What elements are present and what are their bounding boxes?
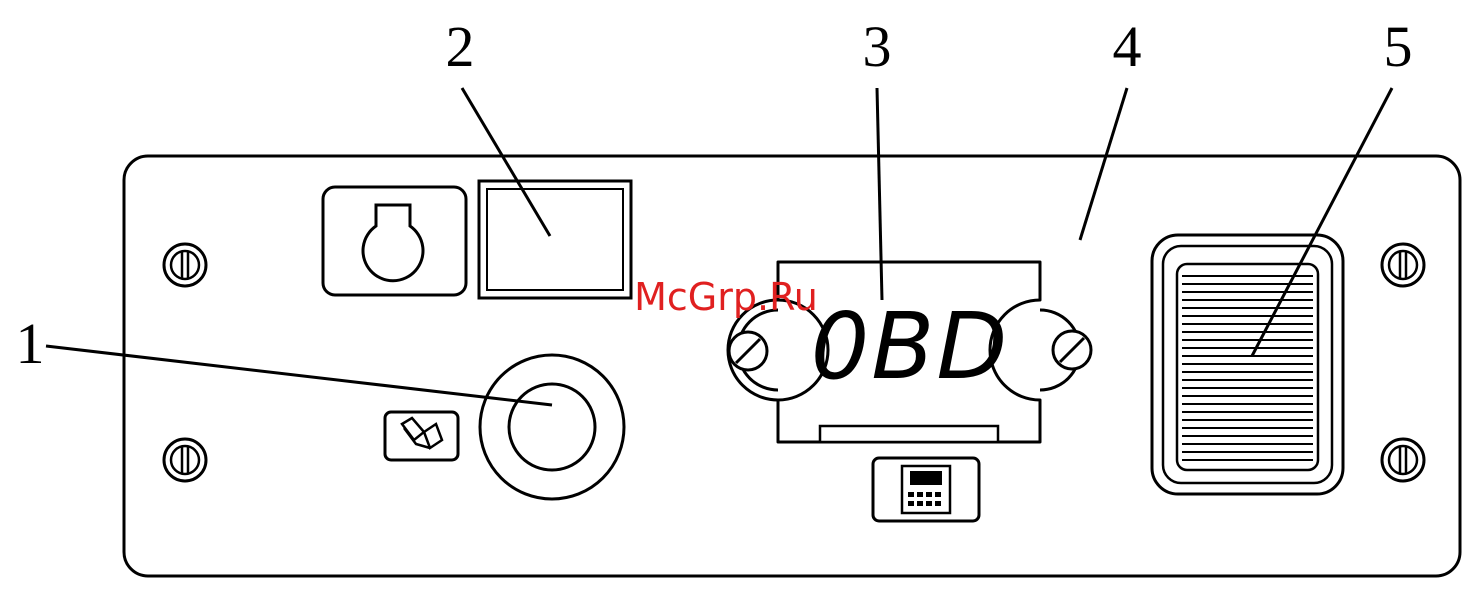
callout-2: 2 [446,14,475,79]
callout-3: 3 [863,14,892,79]
display-readout: 0BD [811,293,1010,400]
callout-4: 4 [1113,14,1142,79]
book-icon-box [385,412,458,460]
keypad-device-icon [902,466,950,513]
watermark: McGrp.Ru [634,275,818,319]
key-lock-button[interactable] [323,187,466,295]
display-screw-left [729,332,767,370]
display-screw-right [1053,331,1091,369]
callout-1: 1 [16,311,45,376]
round-push-button[interactable] [480,355,624,499]
keypad-device-box [873,458,979,521]
rectangular-window [479,181,631,298]
ribbed-slider[interactable] [1152,235,1343,494]
callout-5: 5 [1384,14,1413,79]
